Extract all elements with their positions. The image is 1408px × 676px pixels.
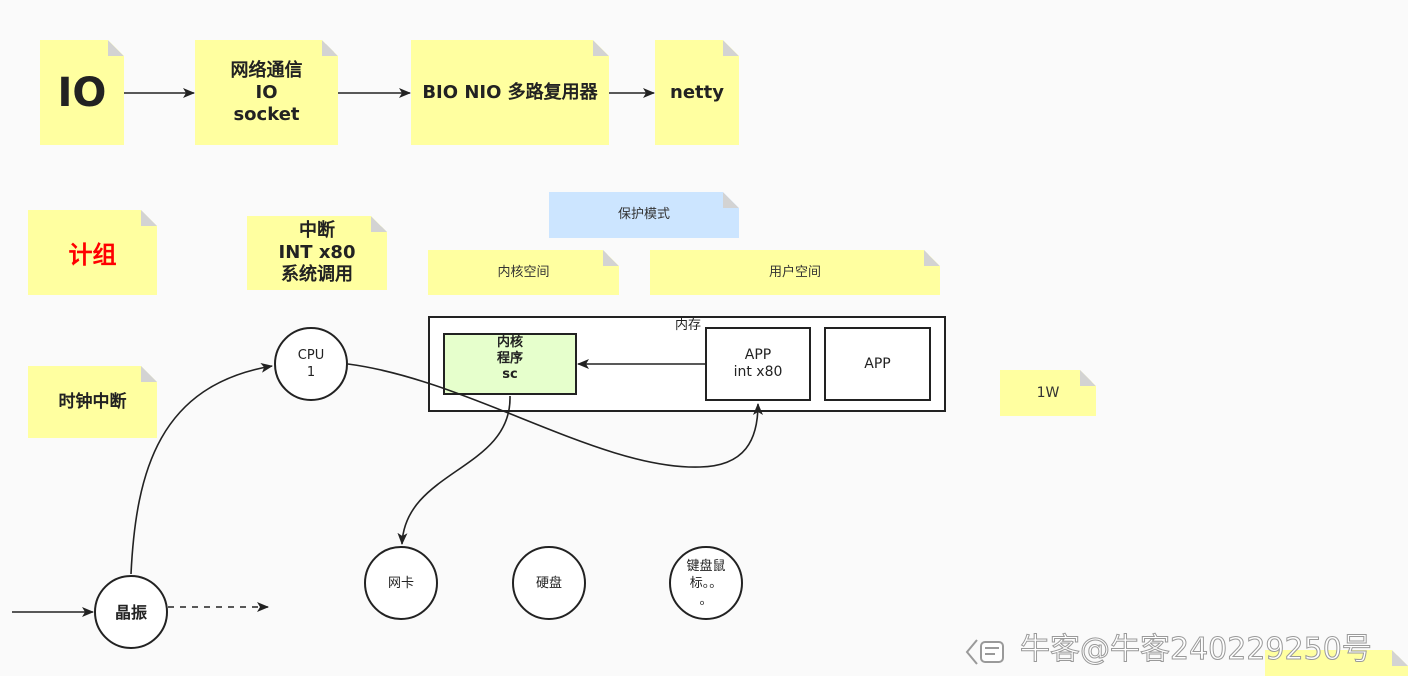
disk-node-text: 硬盘: [535, 575, 562, 591]
note-user-space-text: 用户空间: [768, 264, 821, 280]
note-clock-interrupt-text: 时钟中断: [58, 391, 127, 412]
keyboard-mouse-node: 键盘鼠 标。。 。: [669, 546, 743, 620]
niuke-logo-icon: [965, 639, 1004, 665]
note-interrupt: 中断 INT x80 系统调用: [247, 216, 387, 290]
app-int-line-2: int x80: [733, 364, 783, 380]
kernel-program-line-3: sc: [502, 367, 518, 382]
app-int-line-1: APP: [744, 347, 772, 363]
arrow-kernel-to-nic: [397, 395, 511, 545]
note-jizu-text: 计组: [68, 241, 117, 269]
kernel-program-box: 内核 程序 sc: [443, 333, 577, 395]
note-clock-interrupt: 时钟中断: [28, 366, 157, 438]
note-network-line-3: socket: [233, 103, 300, 125]
nic-node-text: 网卡: [387, 575, 414, 591]
note-netty-text: netty: [670, 81, 724, 103]
note-user-space: 用户空间: [650, 250, 940, 295]
note-network-line-2: IO: [255, 81, 278, 103]
note-interrupt-line-1: 中断: [299, 220, 335, 241]
note-netty: netty: [655, 40, 739, 145]
note-kernel-space-text: 内核空间: [497, 264, 550, 280]
note-kernel-space: 内核空间: [428, 250, 619, 295]
memory-label: 内存: [674, 318, 701, 333]
watermark-text: 牛客@牛客240229250号: [1020, 632, 1373, 668]
kernel-program-line-2: 程序: [496, 351, 523, 366]
kernel-program-line-1: 内核: [496, 335, 523, 350]
note-partial-bottom-right: [1265, 650, 1408, 676]
note-jizu: 计组: [28, 210, 157, 295]
crystal-node-text: 晶振: [114, 602, 147, 622]
cpu-node-line-1: CPU: [297, 348, 325, 363]
app-box-text: APP: [864, 355, 891, 372]
note-bio-nio-text: BIO NIO 多路复用器: [422, 81, 598, 103]
cpu-node: CPU 1: [274, 327, 348, 401]
note-network-line-1: 网络通信: [230, 59, 303, 81]
note-protected-mode: 保护模式: [549, 192, 739, 238]
note-1w-text: 1W: [1036, 385, 1060, 401]
niuke-logo-lines: [985, 647, 999, 655]
note-protected-mode-text: 保护模式: [617, 207, 670, 222]
niuke-logo-chevron: [965, 639, 978, 665]
nic-node: 网卡: [364, 546, 438, 620]
note-interrupt-line-2: INT x80: [278, 242, 356, 263]
niuke-logo-frame: [980, 641, 1004, 663]
crystal-node: 晶振: [94, 575, 168, 649]
note-io: IO: [40, 40, 124, 145]
note-1w: 1W: [1000, 370, 1096, 416]
note-network: 网络通信 IO socket: [195, 40, 338, 145]
keyboard-mouse-line-2: 标。。: [689, 575, 723, 591]
note-bio-nio: BIO NIO 多路复用器: [411, 40, 609, 145]
note-interrupt-line-3: 系统调用: [281, 264, 353, 285]
note-io-text: IO: [57, 69, 107, 116]
cpu-node-line-2: 1: [306, 365, 316, 380]
disk-node: 硬盘: [512, 546, 586, 620]
app-int-box: APP int x80: [705, 327, 811, 401]
keyboard-mouse-line-3: 。: [699, 592, 713, 608]
keyboard-mouse-line-1: 键盘鼠: [686, 558, 726, 574]
app-box: APP: [824, 327, 931, 401]
